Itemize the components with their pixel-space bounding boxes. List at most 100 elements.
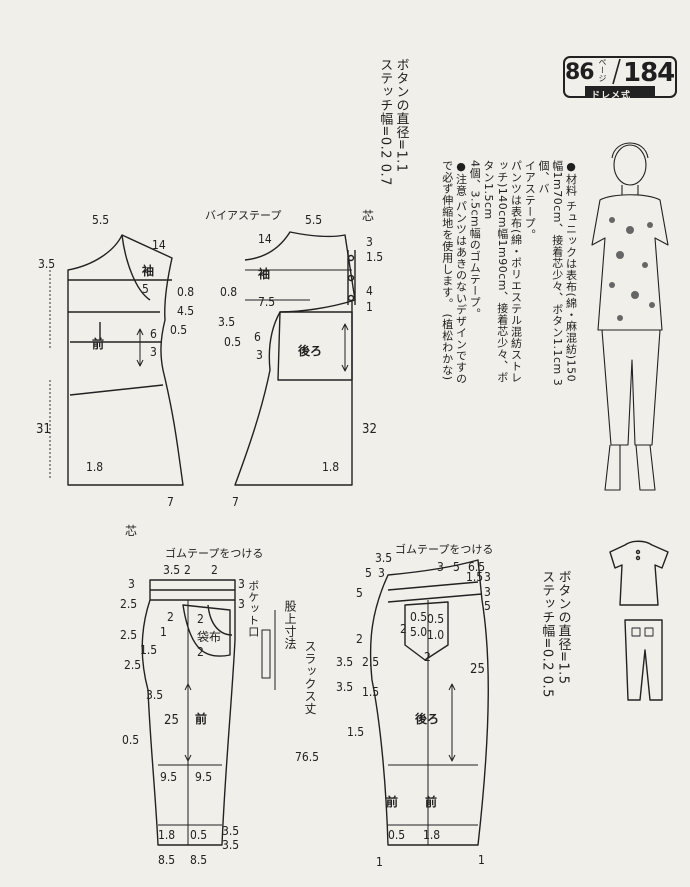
measure: 3.5 — [38, 257, 56, 271]
desc-line: パンツは表布(綿・ポリエステル混紡ストレ — [509, 160, 523, 384]
tunic-front-pocket — [69, 322, 164, 396]
measure: 9.5 — [195, 770, 213, 784]
measure: 4 — [366, 284, 373, 298]
measure: 3.5 — [375, 551, 393, 565]
measure: 2 — [356, 632, 363, 646]
desc-line: ●材料 チュニックは表布(綿・麻混紡)150 — [564, 160, 578, 383]
measure: 3.5 — [336, 655, 354, 669]
tunic-back-panel — [277, 311, 353, 381]
desc-line: ッチ)140cm幅1m90cm、接着芯少々、ボタン1.5cm — [482, 160, 509, 384]
measure: 3 — [238, 577, 245, 591]
bias-tape-label: バイアステープ — [205, 209, 282, 222]
pants-front-knee — [158, 764, 222, 826]
tunic-back-outline — [234, 231, 356, 486]
pants-back-front-label: 前 — [386, 795, 399, 809]
measure: 7 — [232, 495, 239, 509]
measure: 0.8 — [177, 285, 195, 299]
measure: 5.5 — [305, 213, 323, 227]
measure: 3.5 — [222, 824, 240, 838]
measure: 2.5 — [124, 658, 142, 672]
measure: 3.5 — [218, 315, 236, 329]
measure: 1 — [366, 300, 373, 314]
measure: 0.5 — [170, 323, 188, 337]
measure: 3 — [256, 348, 263, 362]
pants-button-note: ボタンの直径=1.5 ステッチ幅=0.2 0.5 — [538, 570, 571, 710]
fold-mark: 芯 — [362, 209, 375, 223]
measure: 2 — [197, 612, 204, 626]
tunic-button-note: ボタンの直径=1.1 ステッチ幅=0.2 0.7 — [376, 58, 409, 198]
measure: 1 — [160, 625, 167, 639]
measure: 3 — [484, 570, 491, 584]
measure: 5.5 — [92, 213, 110, 227]
rise-label: 股上寸法 — [283, 600, 297, 650]
measure: 6 — [254, 330, 261, 344]
measure: 5 — [356, 586, 363, 600]
pants-back-label: 後ろ — [415, 712, 440, 726]
note-line: ボタンの直径=1.5 — [555, 570, 571, 685]
measure: 2 — [424, 650, 431, 664]
pattern-style: ドレメ式 — [591, 91, 632, 101]
measure: 0.5 — [224, 335, 242, 349]
measure: 3.5 — [336, 680, 354, 694]
desc-line: 4個、3.5cm幅のゴムテープ。 — [468, 160, 482, 320]
measure: 1.5 — [362, 685, 380, 699]
measure: 1.5 — [140, 643, 158, 657]
pants-front-waistband — [150, 589, 235, 601]
measure: 14 — [258, 232, 272, 246]
measure: 0.5 — [388, 828, 406, 842]
pants-back-outline — [369, 559, 489, 846]
page-unit: ページ — [598, 58, 607, 82]
measure: 0.5 — [122, 733, 140, 747]
pocket-opening-label: ポケット口 — [246, 580, 260, 638]
measure: 31 — [36, 422, 51, 437]
measure: 0.5 — [190, 828, 208, 842]
pants-front-pocket — [182, 604, 233, 657]
measure: 3 — [238, 597, 245, 611]
measure: 5 — [484, 599, 491, 613]
tunic-back-sleeve-label: 袖 — [258, 267, 271, 281]
tunic-print-dots — [609, 217, 655, 321]
page-number: 86 — [565, 60, 595, 85]
measure: 2 — [211, 563, 218, 577]
measure: 2 — [197, 645, 204, 659]
pattern-number: 184 — [623, 58, 675, 88]
note-line: ステッチ幅=0.2 0.5 — [539, 570, 555, 698]
page-badge: 86 ページ 184 ドレメ式 — [563, 56, 677, 101]
measure: 4.5 — [177, 304, 195, 318]
measure: 0.5 — [410, 610, 428, 624]
measure: 1.5 — [347, 725, 365, 739]
pants-front-outline — [141, 579, 236, 846]
measure: 1.8 — [322, 460, 340, 474]
desc-line: ●注意 パンツはあきのないデザインですの — [454, 160, 468, 385]
measure: 2.5 — [120, 597, 138, 611]
tunic-front-outline — [67, 234, 184, 486]
measure: 3 — [378, 566, 385, 580]
measure: 1.8 — [423, 828, 441, 842]
measure: 6 — [150, 327, 157, 341]
measure: 3 — [128, 577, 135, 591]
measure: 6.5 — [468, 560, 486, 574]
measure: 1.8 — [158, 828, 176, 842]
measure: 25 — [470, 662, 485, 677]
measure: 3.5 — [146, 688, 164, 702]
tunic-front-sleeve-guide — [68, 234, 172, 313]
measure: 5 — [453, 560, 460, 574]
measure: 7.5 — [258, 295, 276, 309]
measure: 8.5 — [190, 853, 208, 867]
desc-line: イアステープ。 — [523, 160, 537, 241]
measure: 32 — [362, 422, 377, 437]
tunic-flat-sketch — [609, 540, 669, 606]
elastic-label: ゴムテープをつける — [395, 543, 494, 556]
desc-line: で必ず伸縮地を使用します。 (植松わかな) — [440, 160, 454, 381]
pants-back-yoke — [387, 581, 483, 603]
fold-mark: 芯 — [125, 524, 138, 538]
note-line: ボタンの直径=1.1 — [393, 58, 409, 173]
measure: 5 — [365, 566, 372, 580]
figure-illustration — [591, 142, 669, 491]
slacks-length-label: スラックス丈 — [303, 640, 317, 715]
measure: 2 — [400, 622, 407, 636]
tunic-back-label: 後ろ — [298, 344, 323, 358]
pants-front-label: 前 — [195, 712, 208, 726]
tunic-shape — [591, 194, 669, 331]
